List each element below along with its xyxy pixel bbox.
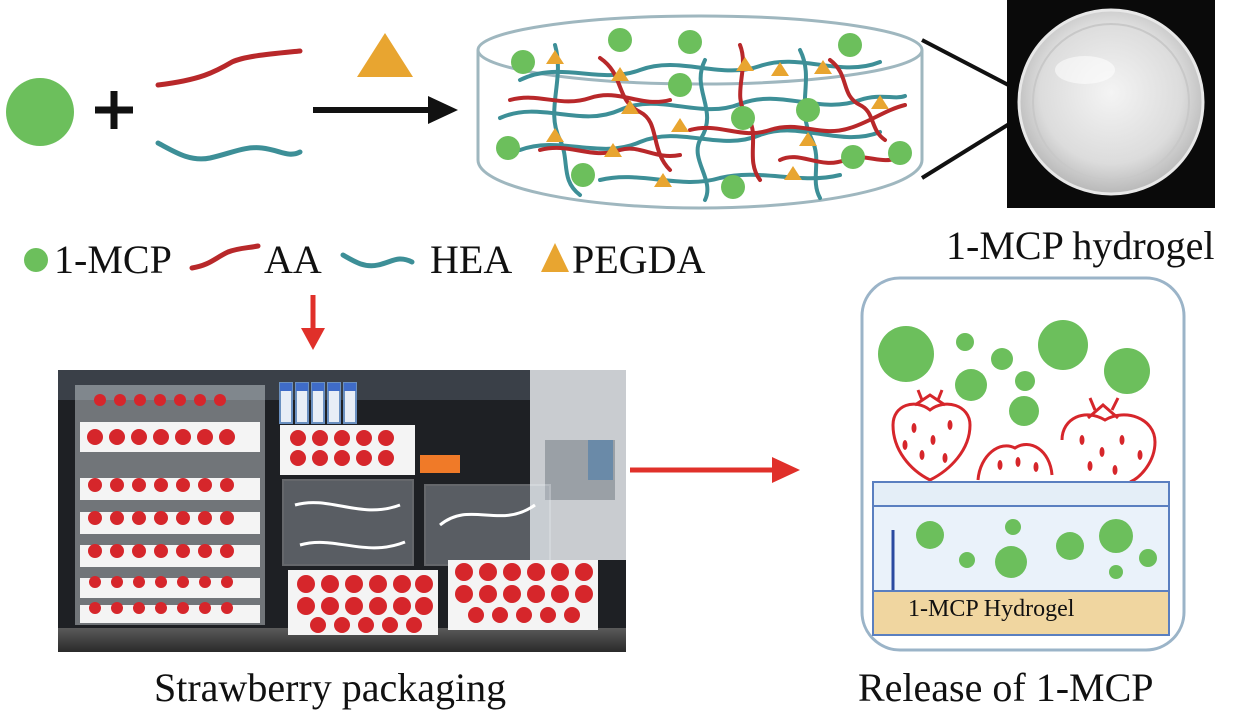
- reaction-arrow: [313, 96, 458, 124]
- right-arrow: [630, 457, 800, 483]
- legend-hea-icon: [340, 252, 415, 269]
- legend-label-hea: HEA: [430, 237, 513, 282]
- hydrogel-photo: [1007, 0, 1215, 208]
- mcp-particle-large: [6, 78, 74, 146]
- release-caption: Release of 1-MCP: [858, 665, 1154, 710]
- packaging-caption: Strawberry packaging: [154, 665, 507, 710]
- strawberry-packaging-photo: [58, 370, 626, 652]
- hydrogel-network-dish: [476, 14, 924, 210]
- pegda-crosslinker-icon: [357, 33, 413, 77]
- legend-aa-icon: [189, 243, 261, 271]
- hydrogel-layer: [872, 590, 1170, 636]
- hydrogel-layer-label: 1-MCP Hydrogel: [908, 596, 1075, 622]
- legend: [18, 232, 50, 286]
- release-panel: [860, 276, 1186, 652]
- legend-pegda-icon: [541, 243, 569, 272]
- left-tray-stack: [75, 385, 265, 625]
- plus-sign: [95, 91, 133, 129]
- legend-mcp-icon: [24, 248, 48, 272]
- legend-label-mcp: 1-MCP: [54, 237, 172, 282]
- down-arrow: [301, 295, 325, 350]
- legend-label-aa: AA: [264, 237, 322, 282]
- aa-chain-icon: [155, 48, 303, 88]
- hea-chain-icon: [155, 140, 303, 162]
- hydrogel-photo-caption: 1-MCP hydrogel: [946, 223, 1215, 268]
- legend-label-pegda: PEGDA: [572, 237, 706, 282]
